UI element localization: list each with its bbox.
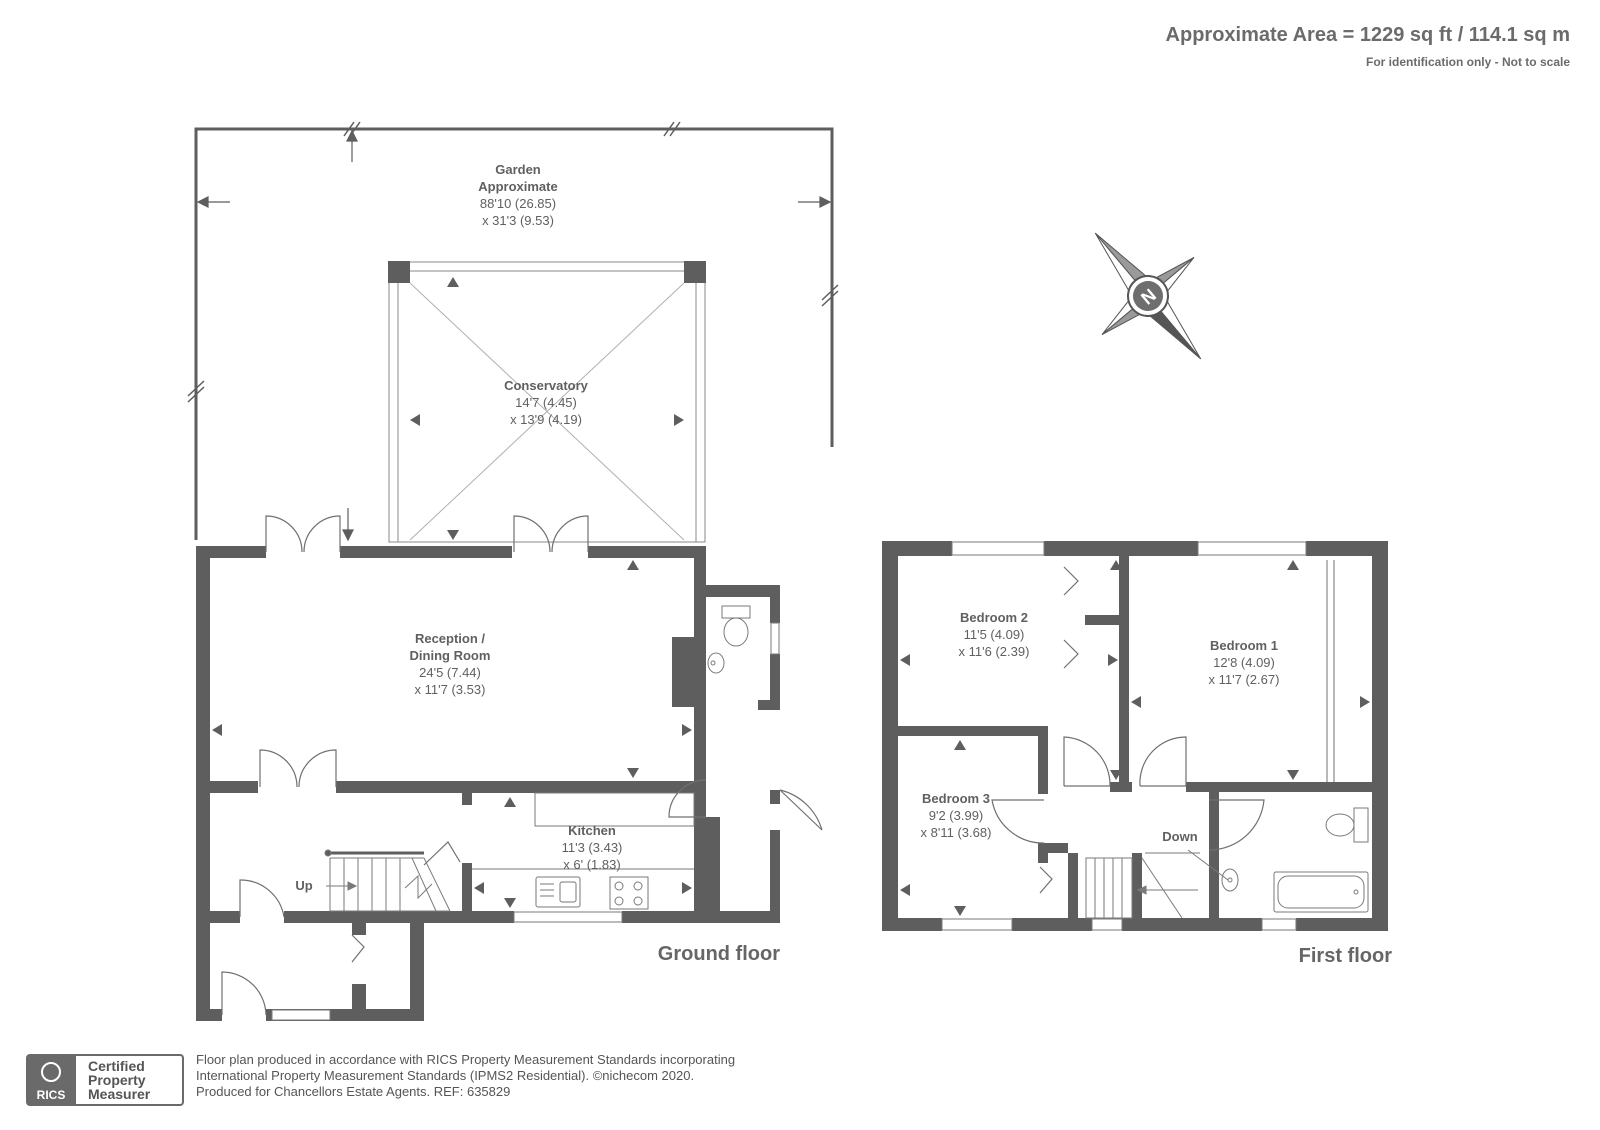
- first-floor-doors: [991, 560, 1335, 894]
- conservatory-dim2: x 13'9 (4.19): [510, 412, 582, 427]
- kitchen-dim2: x 6' (1.83): [563, 857, 620, 872]
- kitchen-fittings: [472, 792, 695, 910]
- garden-name: Garden: [495, 162, 541, 177]
- certified-measurer-box: Certified Property Measurer: [76, 1054, 184, 1106]
- kitchen-dim1: 11'3 (3.43): [562, 840, 623, 855]
- kitchen-name: Kitchen: [568, 823, 616, 838]
- rics-logo: RICS: [26, 1054, 76, 1106]
- first-floor-windows: [941, 541, 1307, 931]
- ground-floor-walls: [196, 546, 780, 1021]
- ground-stairs: [324, 849, 451, 912]
- footer-line3: Produced for Chancellors Estate Agents. …: [196, 1084, 511, 1099]
- reception-dim1: 24'5 (7.44): [419, 665, 481, 680]
- identification-note: For identification only - Not to scale: [1365, 55, 1570, 69]
- approximate-area: Approximate Area = 1229 sq ft / 114.1 sq…: [1165, 24, 1570, 46]
- conservatory: [388, 261, 706, 543]
- dimension-markers: [212, 277, 1370, 916]
- reception-name2: Dining Room: [410, 648, 491, 663]
- bathroom-fittings: [1221, 807, 1369, 913]
- first-floor-label: First floor: [1299, 945, 1393, 967]
- footer-line2: International Property Measurement Stand…: [196, 1068, 695, 1083]
- first-floor-stairs: [1085, 849, 1229, 919]
- ground-floor-label: Ground floor: [658, 943, 780, 965]
- bedroom3-name: Bedroom 3: [922, 791, 990, 806]
- footer-text: Floor plan produced in accordance with R…: [196, 1052, 735, 1100]
- conservatory-dim1: 14'7 (4.45): [515, 395, 577, 410]
- garden-dim2: x 31'3 (9.53): [482, 213, 554, 228]
- reception-dim2: x 11'7 (3.53): [415, 682, 486, 697]
- garden-dimension-arrows: [196, 129, 832, 542]
- garden-boundary: [194, 127, 834, 540]
- ground-floor-doors: [221, 515, 823, 1016]
- bedroom2-dim2: x 11'6 (2.39): [959, 644, 1030, 659]
- badge-line3: Measurer: [88, 1086, 151, 1102]
- garden-approx: Approximate: [478, 179, 557, 194]
- bedroom2-name: Bedroom 2: [960, 610, 1028, 625]
- stairs-down-label: Down: [1162, 829, 1197, 844]
- compass: [1094, 232, 1202, 360]
- badge-line2: Property: [88, 1072, 146, 1088]
- first-floor-walls: [882, 541, 1388, 931]
- bedroom2-dim1: 11'5 (4.09): [964, 627, 1025, 642]
- garden-dim1: 88'10 (26.85): [480, 196, 556, 211]
- ground-floor-windows: [271, 622, 780, 1021]
- rics-logo-text: RICS: [36, 1088, 66, 1102]
- rics-badge: RICS Certified Property Measurer: [26, 1054, 186, 1106]
- badge-line1: Certified: [88, 1058, 145, 1074]
- footer-line1: Floor plan produced in accordance with R…: [196, 1052, 736, 1067]
- wc-fittings: [707, 605, 751, 674]
- bedroom3-dim1: 9'2 (3.99): [929, 808, 984, 823]
- bedroom3-dim2: x 8'11 (3.68): [921, 825, 992, 840]
- rics-crest-icon: [41, 1062, 61, 1082]
- stairs-up-label: Up: [295, 878, 312, 893]
- bedroom1-dim1: 12'8 (4.09): [1213, 655, 1275, 670]
- bedroom1-dim2: x 11'7 (2.67): [1209, 672, 1280, 687]
- conservatory-name: Conservatory: [504, 378, 589, 393]
- bedroom1-name: Bedroom 1: [1210, 638, 1278, 653]
- reception-name1: Reception /: [415, 631, 485, 646]
